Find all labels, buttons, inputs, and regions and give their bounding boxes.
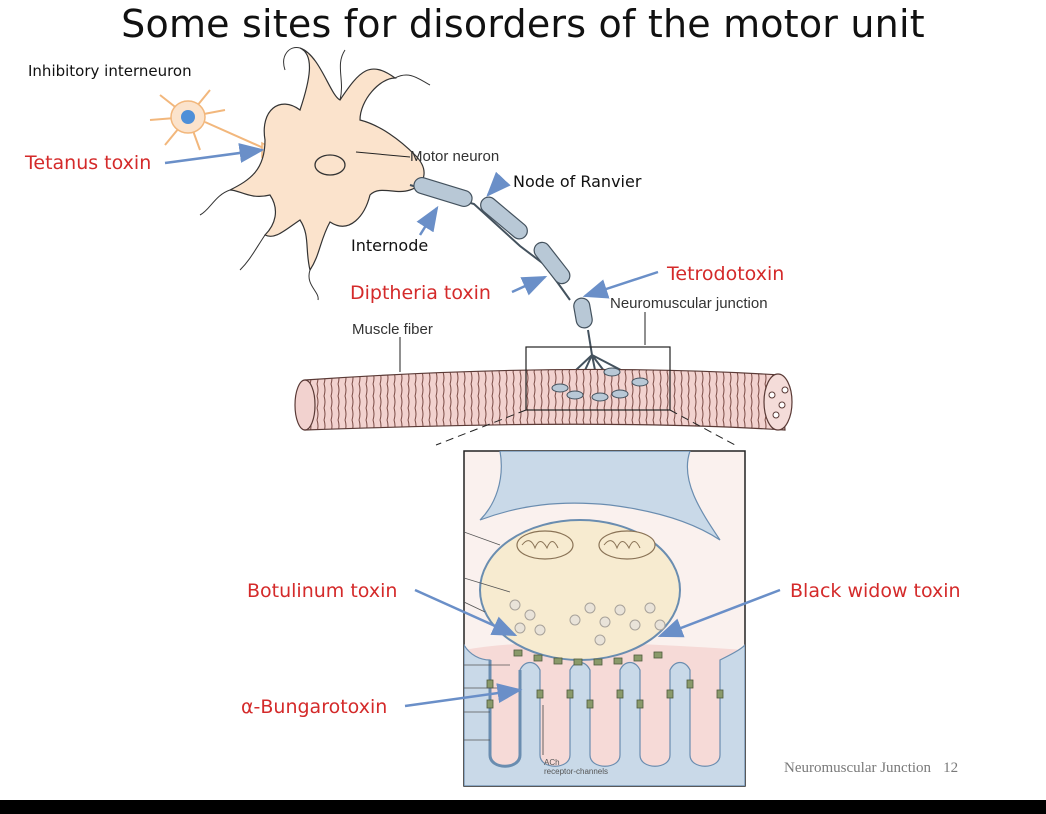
- black-widow-toxin-label: Black widow toxin: [790, 580, 961, 602]
- bungarotoxin-arrow: [404, 683, 523, 708]
- botulinum-toxin-label: Botulinum toxin: [247, 580, 398, 602]
- tetrodotoxin-label: Tetrodotoxin: [667, 263, 785, 285]
- neuromuscular-junction-label: Neuromuscular junction: [610, 295, 768, 312]
- botulinum-arrow: [414, 588, 518, 637]
- slide-footer: Neuromuscular Junction 12: [784, 760, 970, 777]
- ach-receptor-channels-line2: receptor-channels: [544, 767, 609, 776]
- ach-receptor-channels-label: ACh receptor-channels: [544, 758, 608, 776]
- muscle-fiber: [294, 346, 793, 446]
- bungarotoxin-label: α-Bungarotoxin: [241, 696, 388, 718]
- internode-label: Internode: [351, 236, 429, 255]
- inhibitory-interneuron: [149, 89, 277, 159]
- motor-neuron-label: Motor neuron: [410, 148, 500, 165]
- neuromuscular-junction-inset: [463, 450, 746, 787]
- tetanus-arrow: [164, 143, 265, 165]
- black-widow-arrow: [657, 588, 781, 638]
- ach-receptor-channels-line1: ACh: [544, 758, 560, 767]
- tetrodotoxin-arrow: [582, 270, 659, 299]
- node-of-ranvier-label: Node of Ranvier: [513, 172, 642, 191]
- diptheria-toxin-label: Diptheria toxin: [350, 282, 491, 304]
- bottom-bar: [0, 800, 1046, 814]
- motor-neuron: [199, 46, 431, 301]
- page-number: 12: [943, 760, 959, 776]
- node-of-ranvier-arrow: [486, 171, 511, 197]
- motor-neuron-pointer: [355, 151, 411, 158]
- muscle-fiber-label: Muscle fiber: [352, 321, 433, 338]
- slide-title: Some sites for disorders of the motor un…: [121, 2, 925, 46]
- toxin-arrows: [164, 143, 781, 708]
- inhibitory-interneuron-label: Inhibitory interneuron: [28, 62, 192, 80]
- diptheria-arrow: [511, 275, 548, 296]
- axon: [409, 176, 641, 396]
- footer-label: Neuromuscular Junction: [784, 760, 932, 776]
- internode-arrow: [416, 205, 439, 236]
- tetanus-toxin-label: Tetanus toxin: [25, 152, 152, 174]
